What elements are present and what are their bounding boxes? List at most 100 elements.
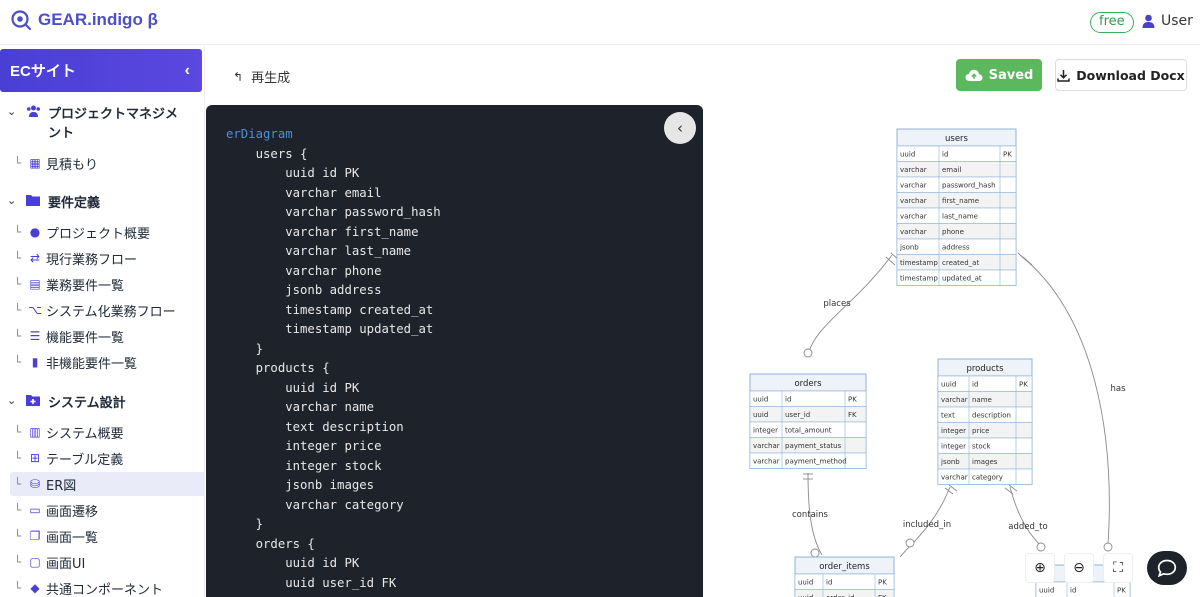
attr-type: varchar (900, 213, 927, 221)
attr-name: phone (942, 228, 964, 236)
code-keyword: erDiagram (226, 127, 293, 141)
attr-type: varchar (941, 396, 968, 404)
saved-button[interactable]: Saved (956, 59, 1042, 91)
entity-title: orders (794, 379, 822, 389)
app-logo[interactable]: GEAR.indigo β (10, 9, 158, 31)
app-header: GEAR.indigo β free User (0, 0, 1200, 45)
attr-name: order_id (826, 594, 855, 597)
sidebar-item-business-requirements[interactable]: └ ▤ 業務要件一覧 (10, 272, 204, 296)
zoom-out-button[interactable]: ⊖ (1064, 553, 1094, 583)
sidebar-item-current-flow[interactable]: └ ⇄ 現行業務フロー (10, 246, 204, 270)
attr-name: id (826, 579, 832, 587)
sidebar-item-functional-requirements[interactable]: └ ☰ 機能要件一覧 (10, 324, 204, 348)
rel-contains (807, 472, 823, 556)
tree-branch: └ (14, 477, 22, 491)
sidebar-item-system-flow[interactable]: └ ⌥ システム化業務フロー (10, 298, 204, 322)
code-line: text description (226, 419, 404, 434)
section-requirements[interactable]: ⌄ 要件定義 (0, 194, 100, 213)
attr-type: jsonb (940, 458, 960, 466)
code-editor[interactable]: erDiagram users { uuid id PK varchar ema… (206, 105, 703, 597)
collapse-sidebar-icon[interactable]: ‹ (184, 61, 190, 79)
app-name: GEAR.indigo β (38, 10, 158, 29)
code-line: products { (226, 361, 330, 375)
tree-branch: └ (14, 303, 22, 317)
sidebar-item-table-definition[interactable]: └ ⊞ テーブル定義 (10, 446, 204, 470)
tree-branch: └ (14, 529, 22, 543)
attr-type: varchar (941, 474, 968, 482)
chat-button[interactable] (1147, 551, 1187, 585)
sidebar-item-system-overview[interactable]: └ ▥ システム概要 (10, 420, 204, 444)
checklist-icon: ☰ (29, 329, 41, 343)
folder-icon (26, 194, 48, 210)
attr-type: varchar (753, 458, 780, 466)
attr-type: uuid (798, 579, 813, 587)
attr-name: name (972, 396, 992, 404)
logo-icon (11, 10, 32, 31)
attr-name: last_name (942, 213, 978, 221)
sidebar-item-nonfunctional-requirements[interactable]: └ ▮ 非機能要件一覧 (10, 350, 204, 374)
sidebar-item-screen-list[interactable]: └ ❐ 画面一覧 (10, 524, 204, 548)
attr-type: uuid (798, 594, 813, 597)
user-menu[interactable]: User (1142, 13, 1193, 29)
download-docx-button[interactable]: Download Docx (1055, 59, 1187, 91)
cardinality-bar (1022, 256, 1033, 266)
download-icon (1057, 69, 1071, 82)
code-content[interactable]: erDiagram users { uuid id PK varchar ema… (226, 125, 441, 593)
cardinality-bar (1004, 487, 1014, 495)
attr-type: uuid (900, 151, 915, 159)
sidebar-item-project-overview[interactable]: └ ● プロジェクト概要 (10, 220, 204, 244)
sidebar-item-screen-transition[interactable]: └ ▭ 画面遷移 (10, 498, 204, 522)
code-line: varchar first_name (226, 224, 419, 239)
sidebar-item-label: システム概要 (46, 426, 124, 442)
section-project-management[interactable]: ⌄ プロジェクトマネジメント (0, 105, 183, 143)
entity-title: products (966, 364, 1004, 374)
sidebar-item-label: システム化業務フロー (46, 304, 176, 320)
attr-type: varchar (900, 228, 927, 236)
attr-type: integer (753, 427, 778, 435)
regenerate-button[interactable]: ↰ 再生成 (233, 67, 290, 87)
sidebar-item-screen-ui[interactable]: └ ▢ 画面UI (10, 550, 204, 574)
sidebar-item-estimate[interactable]: └ ▦ 見積もり (10, 151, 204, 175)
cardinality-bar (944, 487, 954, 495)
section-system-design[interactable]: ⌄ システム設計 (0, 394, 126, 413)
chart-icon: ▥ (29, 425, 41, 439)
collapse-editor-button[interactable]: ‹ (664, 112, 696, 144)
entity-row (749, 452, 867, 469)
sidebar-item-label: 画面UI (46, 556, 86, 572)
sidebar-item-er-diagram[interactable]: └ ⛁ ER図 (10, 472, 204, 496)
zoom-in-button[interactable]: ⊕ (1025, 553, 1055, 583)
attr-name: user_id (785, 411, 810, 419)
fullscreen-button[interactable]: ⛶ (1103, 553, 1133, 583)
tree-branch: └ (14, 451, 22, 465)
code-line: varchar password_hash (226, 205, 441, 219)
sidebar-item-common-components[interactable]: └ ◆ 共通コンポーネント (10, 576, 204, 597)
tree-branch: └ (14, 425, 22, 439)
attr-name: payment_method (785, 458, 847, 466)
attr-name: id (972, 381, 978, 389)
user-label: User (1161, 13, 1193, 29)
chevron-down-icon: ⌄ (7, 194, 17, 207)
attr-type: uuid (941, 381, 956, 389)
code-line: integer price (226, 439, 382, 453)
relation-label-contains: contains (792, 510, 829, 520)
project-header[interactable]: ECサイト ‹ (0, 49, 202, 92)
code-line: uuid id PK (226, 380, 360, 395)
code-line: varchar last_name (226, 244, 412, 258)
cardinality-bar (948, 484, 958, 492)
rel-places (807, 254, 893, 356)
clipboard-icon: ▮ (31, 355, 39, 369)
sidebar: ECサイト ‹ ⌄ プロジェクトマネジメント └ ▦ 見積もり ⌄ 要件定義 └… (0, 45, 205, 597)
cardinality-marker (1103, 542, 1113, 552)
code-line: orders { (226, 536, 315, 551)
section-label: システム設計 (48, 396, 126, 411)
attr-name: id (942, 151, 948, 159)
saved-label: Saved (988, 67, 1034, 83)
tree-branch: └ (14, 503, 22, 517)
attr-type: jsonb (899, 244, 919, 252)
